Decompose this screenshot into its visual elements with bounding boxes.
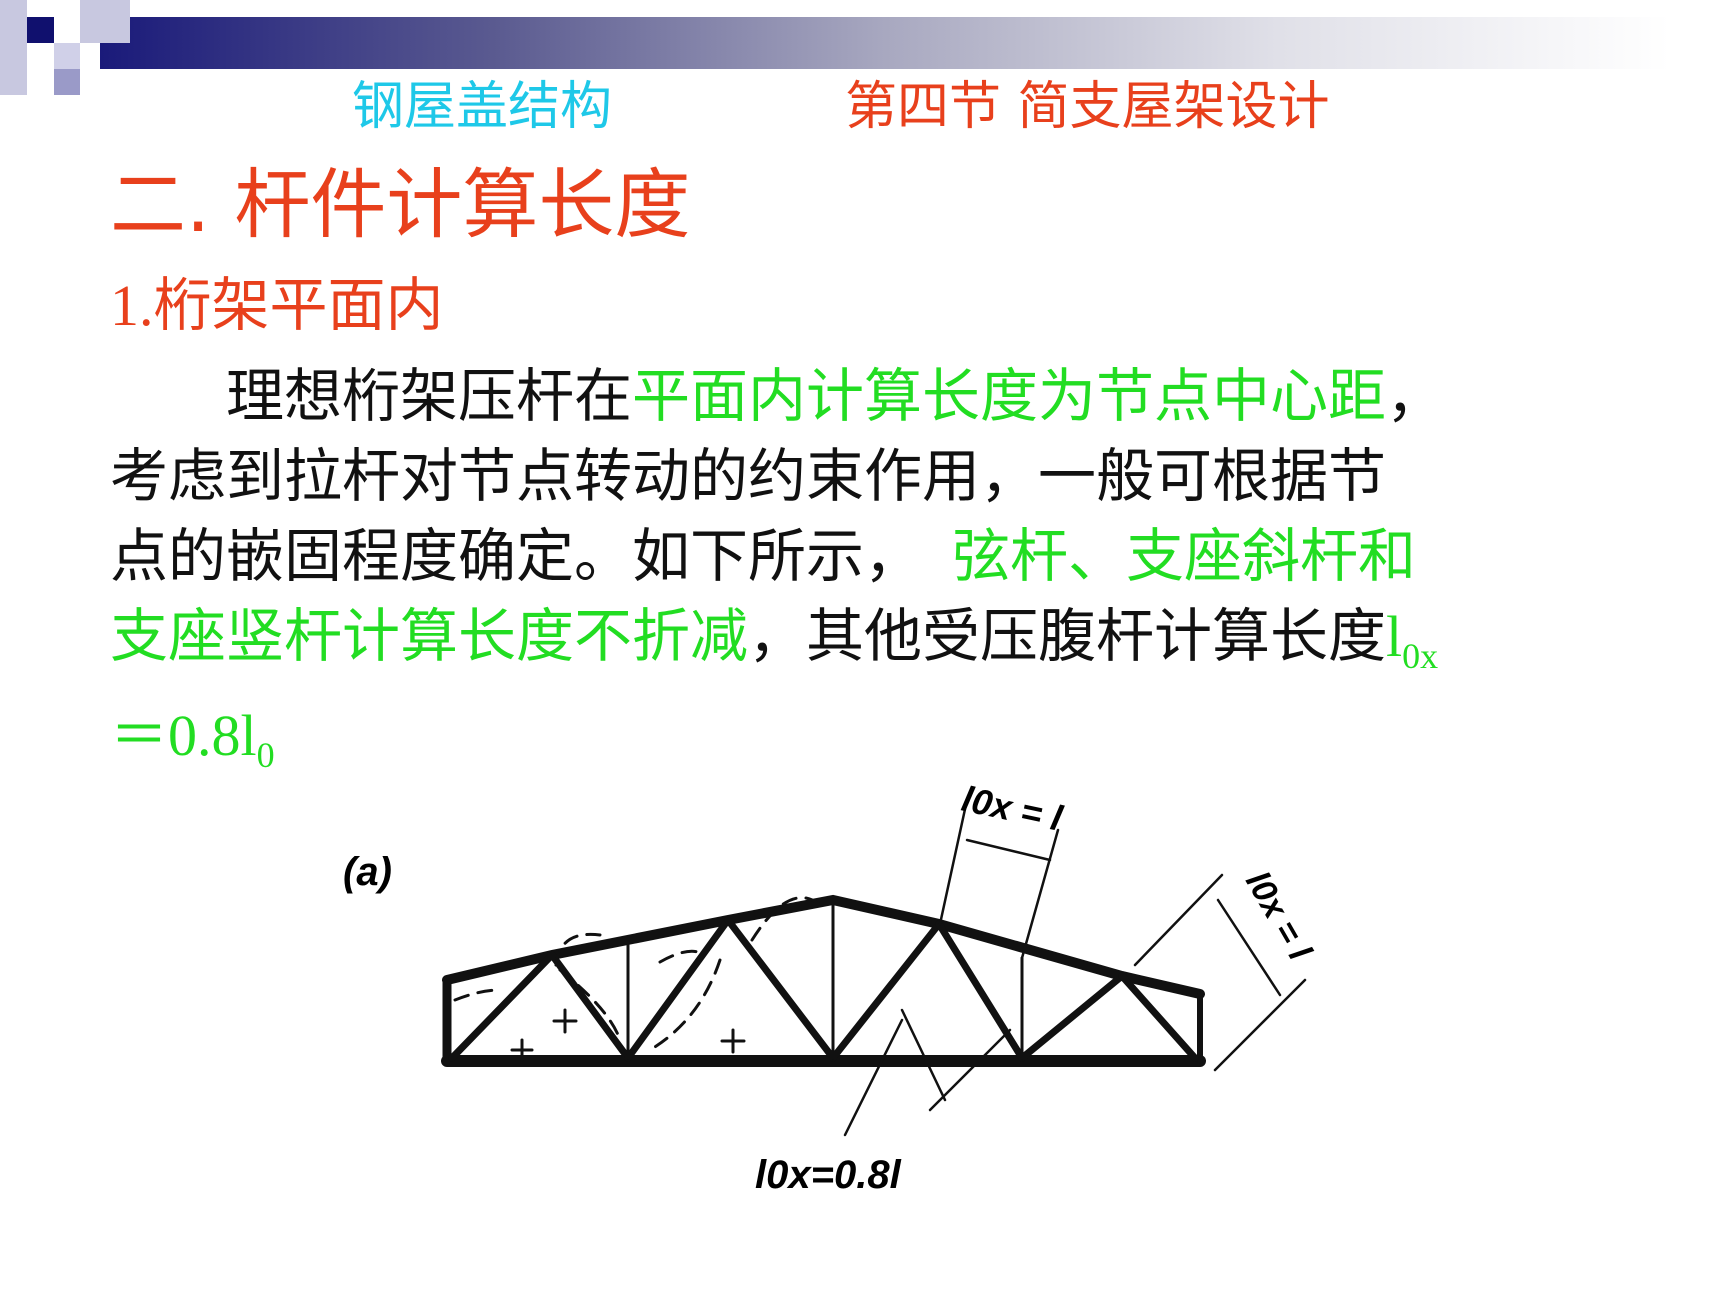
highlight-text: 平面内计算长度为节点中心距 [632, 362, 1387, 430]
section-title: 第四节 简支屋架设计 [845, 77, 1330, 137]
vertical-members [626, 898, 1024, 1060]
body-text-span: 理想桁架压杆在 [226, 362, 633, 430]
header-gradient-band [100, 17, 1670, 69]
decor-square [0, 0, 27, 95]
dimension-lines [843, 798, 1307, 1137]
highlight-text: 弦杆、支座斜杆和 [952, 522, 1417, 590]
formula-symbol: l [1386, 604, 1403, 669]
formula-subscript: 0x [1402, 636, 1439, 676]
formula-equation: ＝0.8l [110, 703, 257, 768]
body-text-span: ，其他受压腹杆计算长度 [748, 602, 1387, 670]
right-dimension-label: l0x = l [1238, 865, 1319, 968]
body-text-span: ， [1386, 362, 1445, 430]
section-heading: 二. 杆件计算长度 [110, 160, 691, 249]
web-members [448, 916, 1199, 1062]
formula-subscript: 0 [256, 735, 275, 775]
body-text-span: 点的嵌固程度确定。如下所示， [110, 522, 923, 590]
bottom-dimension-label: l0x=0.8l [755, 1153, 902, 1197]
top-dimension-label: l0x = l [958, 778, 1066, 839]
body-text: 理想桁架压杆在平面内计算长度为节点中心距， 考虑到拉杆对节点转动的约束作用，一般… [110, 356, 1670, 795]
subsection-heading: 1.桁架平面内 [110, 273, 444, 338]
figure-label: (a) [343, 850, 392, 894]
course-title: 钢屋盖结构 [352, 77, 613, 137]
decor-square [27, 17, 54, 43]
decor-square [54, 69, 80, 95]
highlight-text: 支座竖杆计算长度不折减 [110, 602, 749, 670]
plus-marks [510, 1008, 746, 1062]
top-chord [442, 894, 1205, 999]
buckling-curves [453, 896, 822, 1052]
body-text-span: 考虑到拉杆对节点转动的约束作用，一般可根据节 [110, 442, 1387, 510]
decor-square [80, 0, 130, 43]
